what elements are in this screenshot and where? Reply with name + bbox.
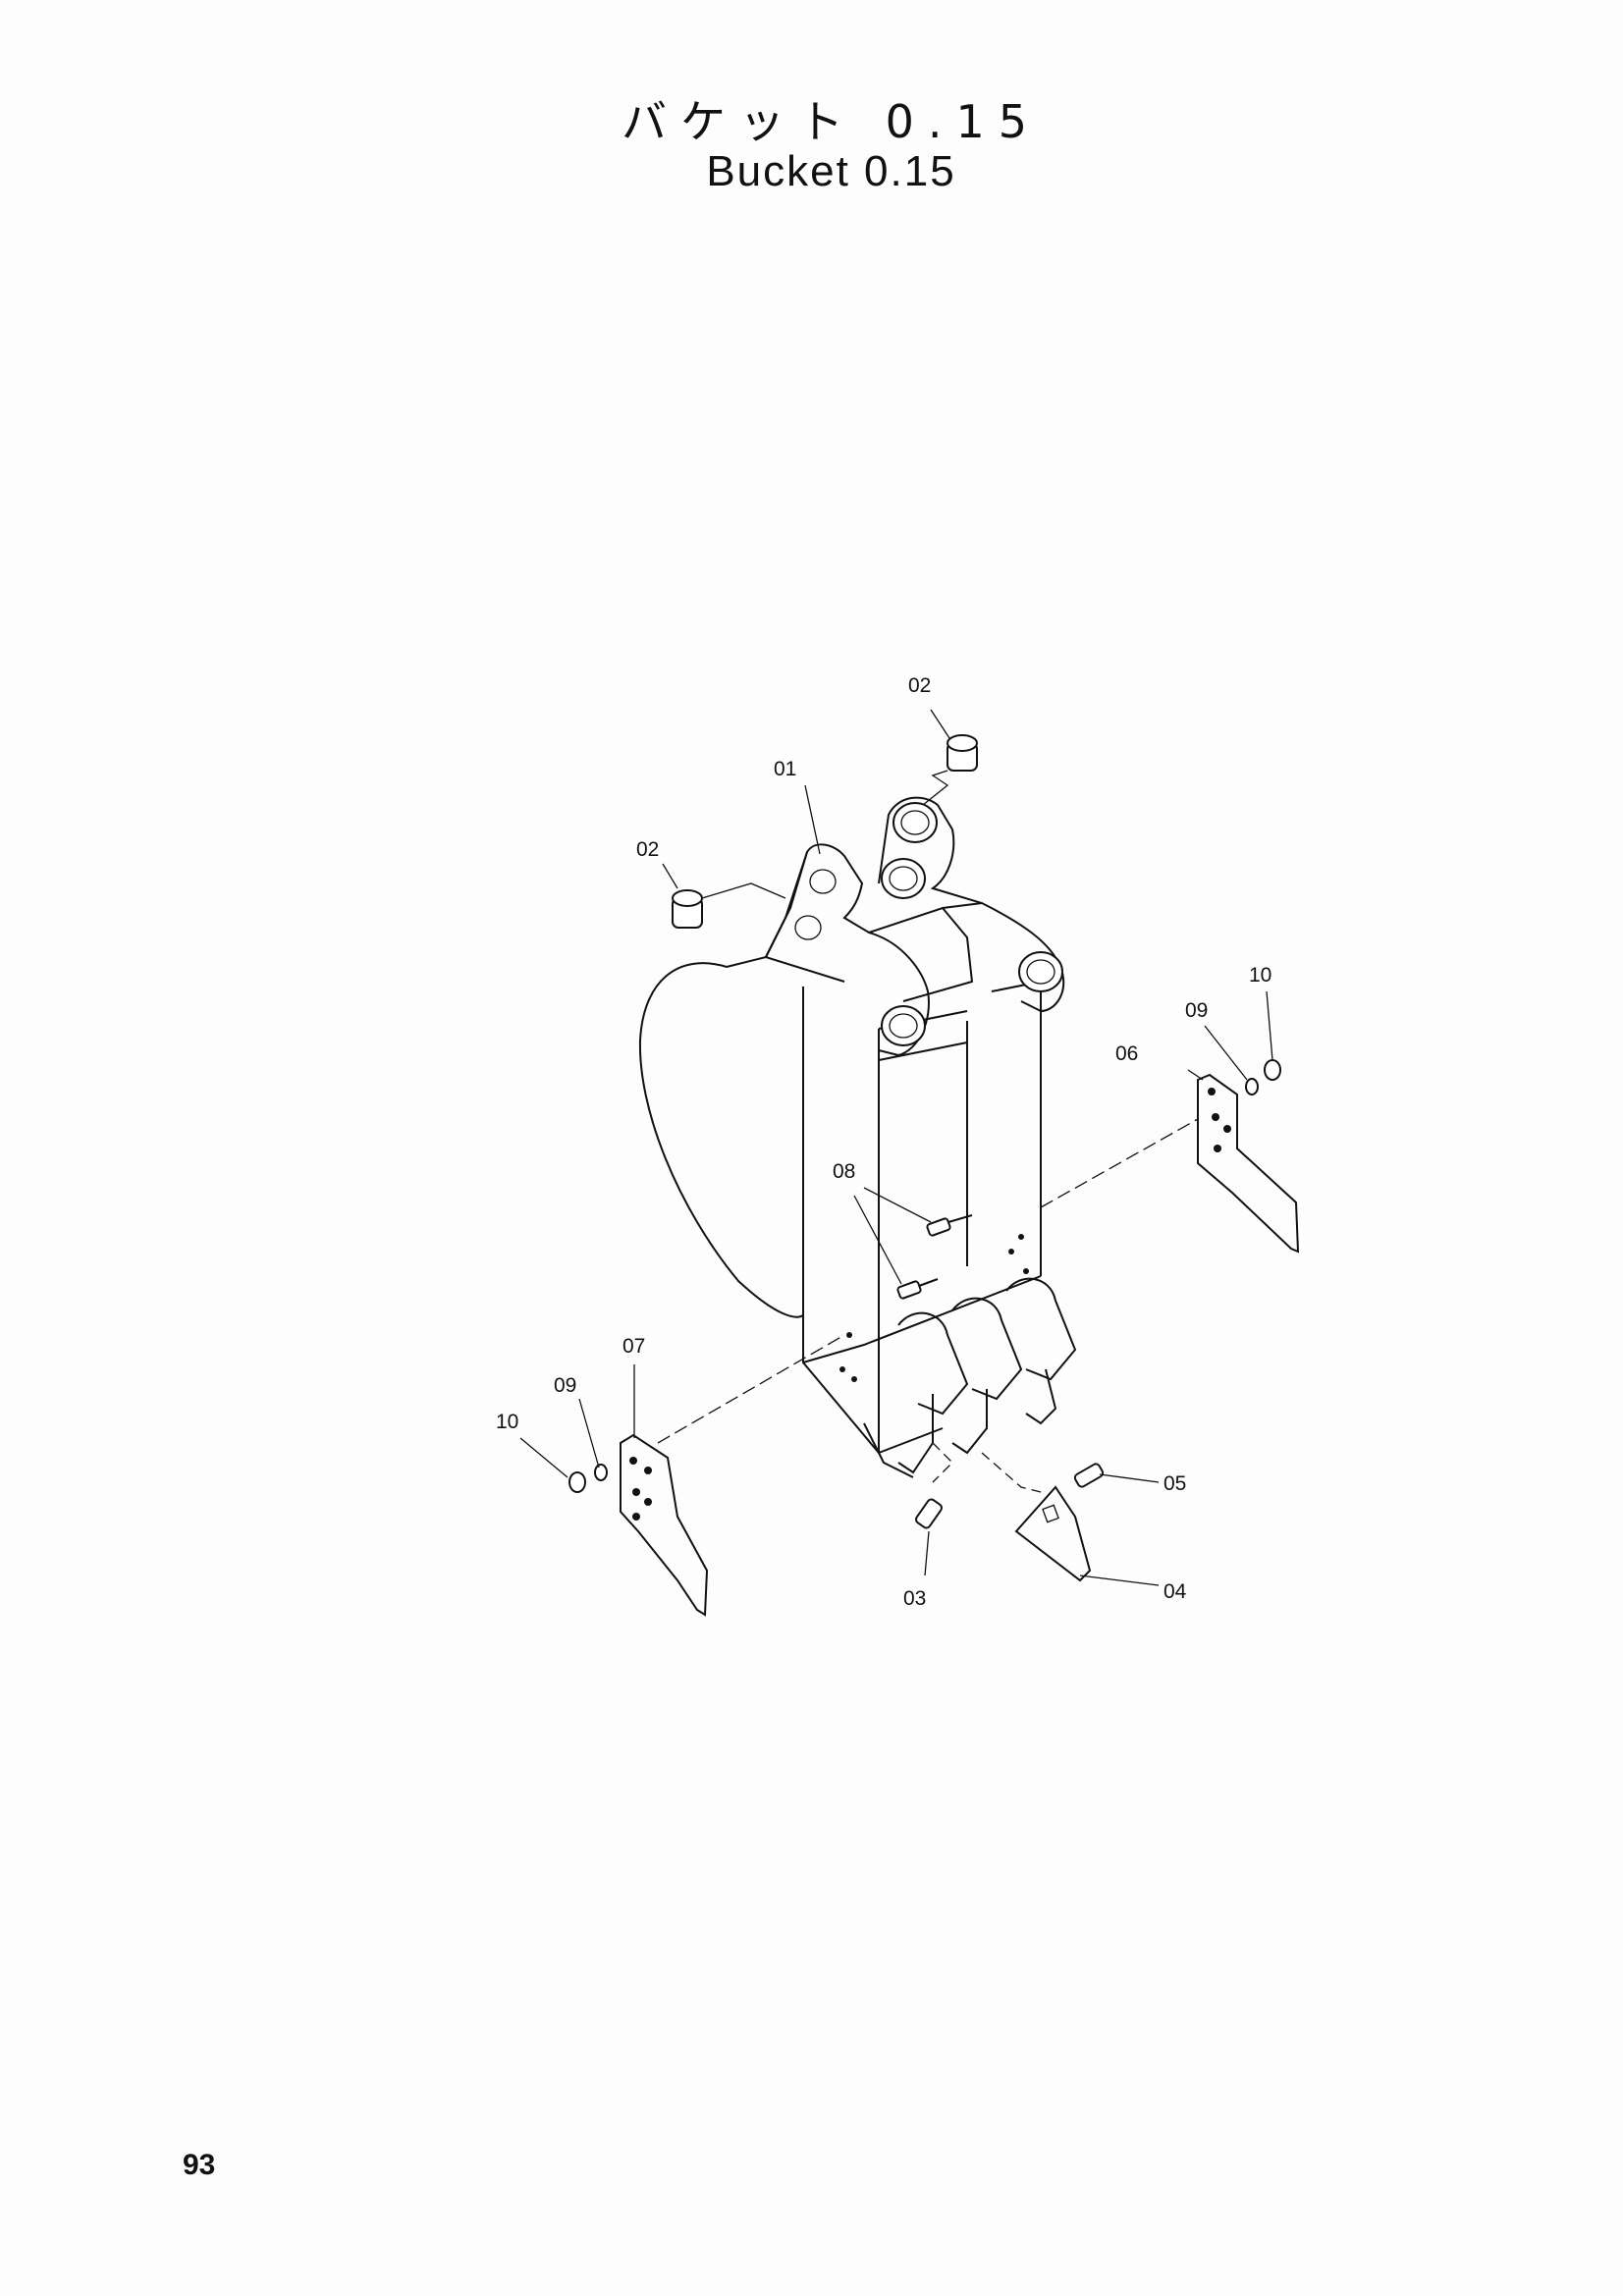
tooth-04	[1014, 1485, 1092, 1582]
callout-10-left: 10	[496, 1411, 518, 1433]
washer-09-left	[594, 1464, 608, 1481]
callout-04: 04	[1163, 1580, 1187, 1603]
page-number: 93	[183, 2149, 216, 2181]
side-cutter-06	[1197, 1073, 1300, 1254]
callout-02-right: 02	[908, 674, 931, 697]
callout-05: 05	[1163, 1472, 1186, 1495]
callout-03: 03	[903, 1587, 926, 1610]
bucket-right-side-plate	[991, 980, 1042, 1276]
side-cutter-07	[620, 1433, 709, 1617]
callout-10-right: 10	[1249, 964, 1271, 987]
page-title-english: Bucket 0.15	[706, 147, 956, 195]
tooth-adapters	[897, 1277, 1077, 1474]
bushing-02-left	[672, 889, 703, 929]
bolt-08-lower	[896, 1278, 939, 1300]
washer-09-right	[1245, 1078, 1259, 1095]
leader-lines	[519, 709, 1273, 1586]
callout-07: 07	[622, 1335, 645, 1358]
callout-06: 06	[1115, 1042, 1138, 1065]
page-title-japanese: バケット 0.15	[621, 95, 1042, 148]
pin-03	[914, 1498, 944, 1529]
bolt-08-upper	[926, 1214, 973, 1237]
pin-05	[1073, 1463, 1105, 1488]
callout-08: 08	[833, 1160, 855, 1183]
callout-09-left: 09	[554, 1374, 576, 1397]
bushing-02-right	[947, 734, 978, 772]
callout-09-right: 09	[1185, 999, 1208, 1022]
callout-01: 01	[774, 758, 796, 780]
callout-02-left: 02	[636, 838, 659, 861]
nut-10-left	[568, 1471, 586, 1493]
bucket-shell	[638, 962, 804, 1318]
nut-10-right	[1264, 1059, 1281, 1081]
